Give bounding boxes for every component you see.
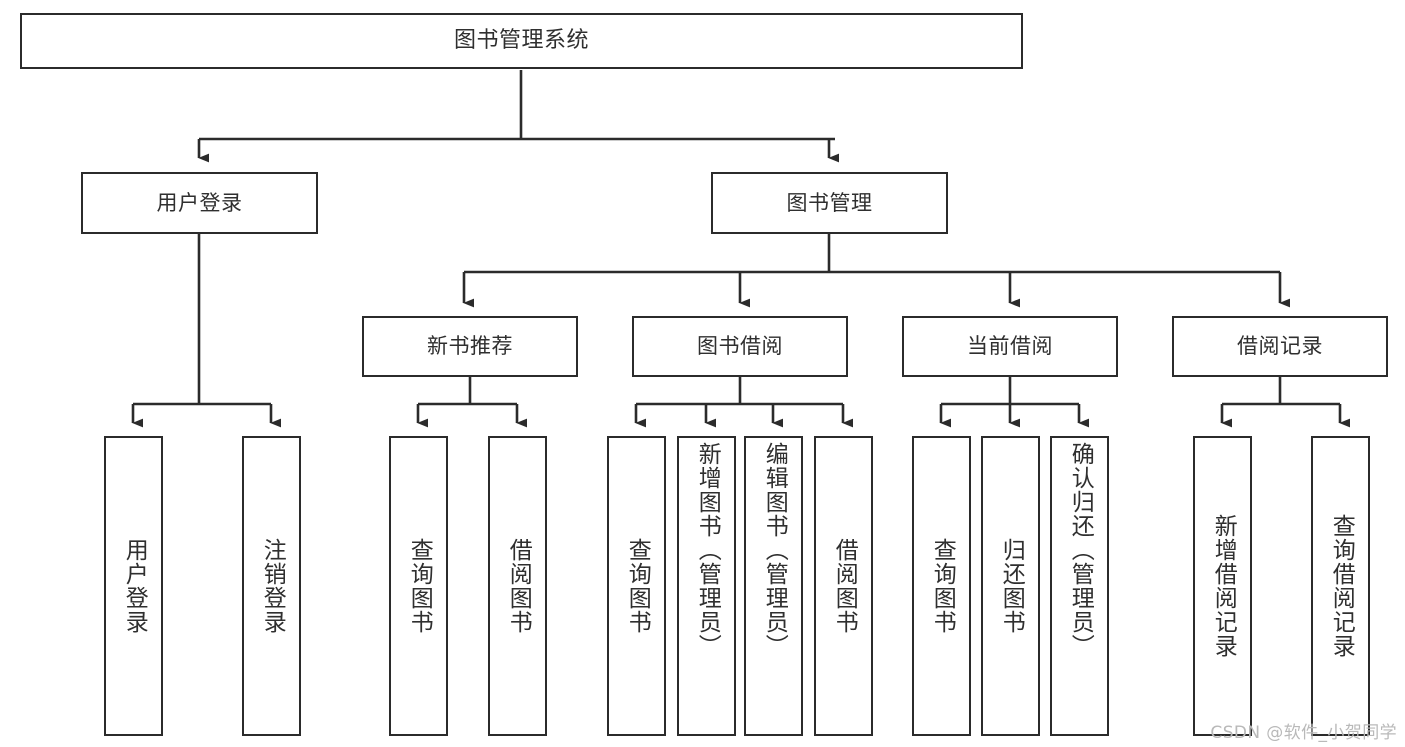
node-leaf-add-book-admin-label: 新增图书（管理员） <box>694 442 721 658</box>
node-leaf-return-book-label: 归还图书 <box>998 538 1025 634</box>
node-leaf-add-borrow-record[interactable]: 新增借阅记录 <box>1193 436 1252 736</box>
node-leaf-borrow-book-label: 借阅图书 <box>831 538 858 634</box>
node-leaf-borrow-book-recommend-label: 借阅图书 <box>505 538 532 634</box>
node-new-book-recommend[interactable]: 新书推荐 <box>362 316 578 377</box>
node-leaf-query-book-current[interactable]: 查询图书 <box>912 436 971 736</box>
node-book-borrow-label: 图书借阅 <box>697 334 783 359</box>
node-root-label: 图书管理系统 <box>453 28 589 54</box>
node-user-login[interactable]: 用户登录 <box>81 172 318 234</box>
csdn-watermark: CSDN @软件_小贺同学 <box>1210 723 1397 743</box>
node-leaf-edit-book-admin[interactable]: 编辑图书（管理员） <box>744 436 803 736</box>
node-leaf-query-book-current-label: 查询图书 <box>929 538 956 634</box>
node-leaf-query-book-recommend[interactable]: 查询图书 <box>389 436 448 736</box>
node-leaf-edit-book-admin-label: 编辑图书（管理员） <box>761 442 788 658</box>
node-book-management[interactable]: 图书管理 <box>711 172 948 234</box>
node-leaf-logout-label: 注销登录 <box>259 538 286 634</box>
node-leaf-query-book-borrow[interactable]: 查询图书 <box>607 436 666 736</box>
node-leaf-query-book-borrow-label: 查询图书 <box>624 538 651 634</box>
node-leaf-query-book-recommend-label: 查询图书 <box>406 538 433 634</box>
node-borrow-record-label: 借阅记录 <box>1237 334 1323 359</box>
node-book-management-label: 图书管理 <box>786 190 873 215</box>
node-leaf-add-book-admin[interactable]: 新增图书（管理员） <box>677 436 736 736</box>
node-current-borrow-label: 当前借阅 <box>967 334 1053 359</box>
node-leaf-borrow-book-recommend[interactable]: 借阅图书 <box>488 436 547 736</box>
node-root-book-management-system[interactable]: 图书管理系统 <box>20 13 1023 69</box>
node-leaf-borrow-book[interactable]: 借阅图书 <box>814 436 873 736</box>
node-new-book-recommend-label: 新书推荐 <box>427 334 513 359</box>
node-leaf-confirm-return-admin-label: 确认归还（管理员） <box>1067 442 1094 658</box>
node-book-borrow[interactable]: 图书借阅 <box>632 316 848 377</box>
node-borrow-record[interactable]: 借阅记录 <box>1172 316 1388 377</box>
node-leaf-logout[interactable]: 注销登录 <box>242 436 301 736</box>
node-leaf-return-book[interactable]: 归还图书 <box>981 436 1040 736</box>
node-leaf-user-login-label: 用户登录 <box>121 538 148 634</box>
node-leaf-confirm-return-admin[interactable]: 确认归还（管理员） <box>1050 436 1109 736</box>
node-leaf-user-login[interactable]: 用户登录 <box>104 436 163 736</box>
node-user-login-label: 用户登录 <box>156 190 243 215</box>
node-leaf-query-borrow-record-label: 查询借阅记录 <box>1328 514 1355 658</box>
node-leaf-query-borrow-record[interactable]: 查询借阅记录 <box>1311 436 1370 736</box>
node-current-borrow[interactable]: 当前借阅 <box>902 316 1118 377</box>
node-leaf-add-borrow-record-label: 新增借阅记录 <box>1210 514 1237 658</box>
